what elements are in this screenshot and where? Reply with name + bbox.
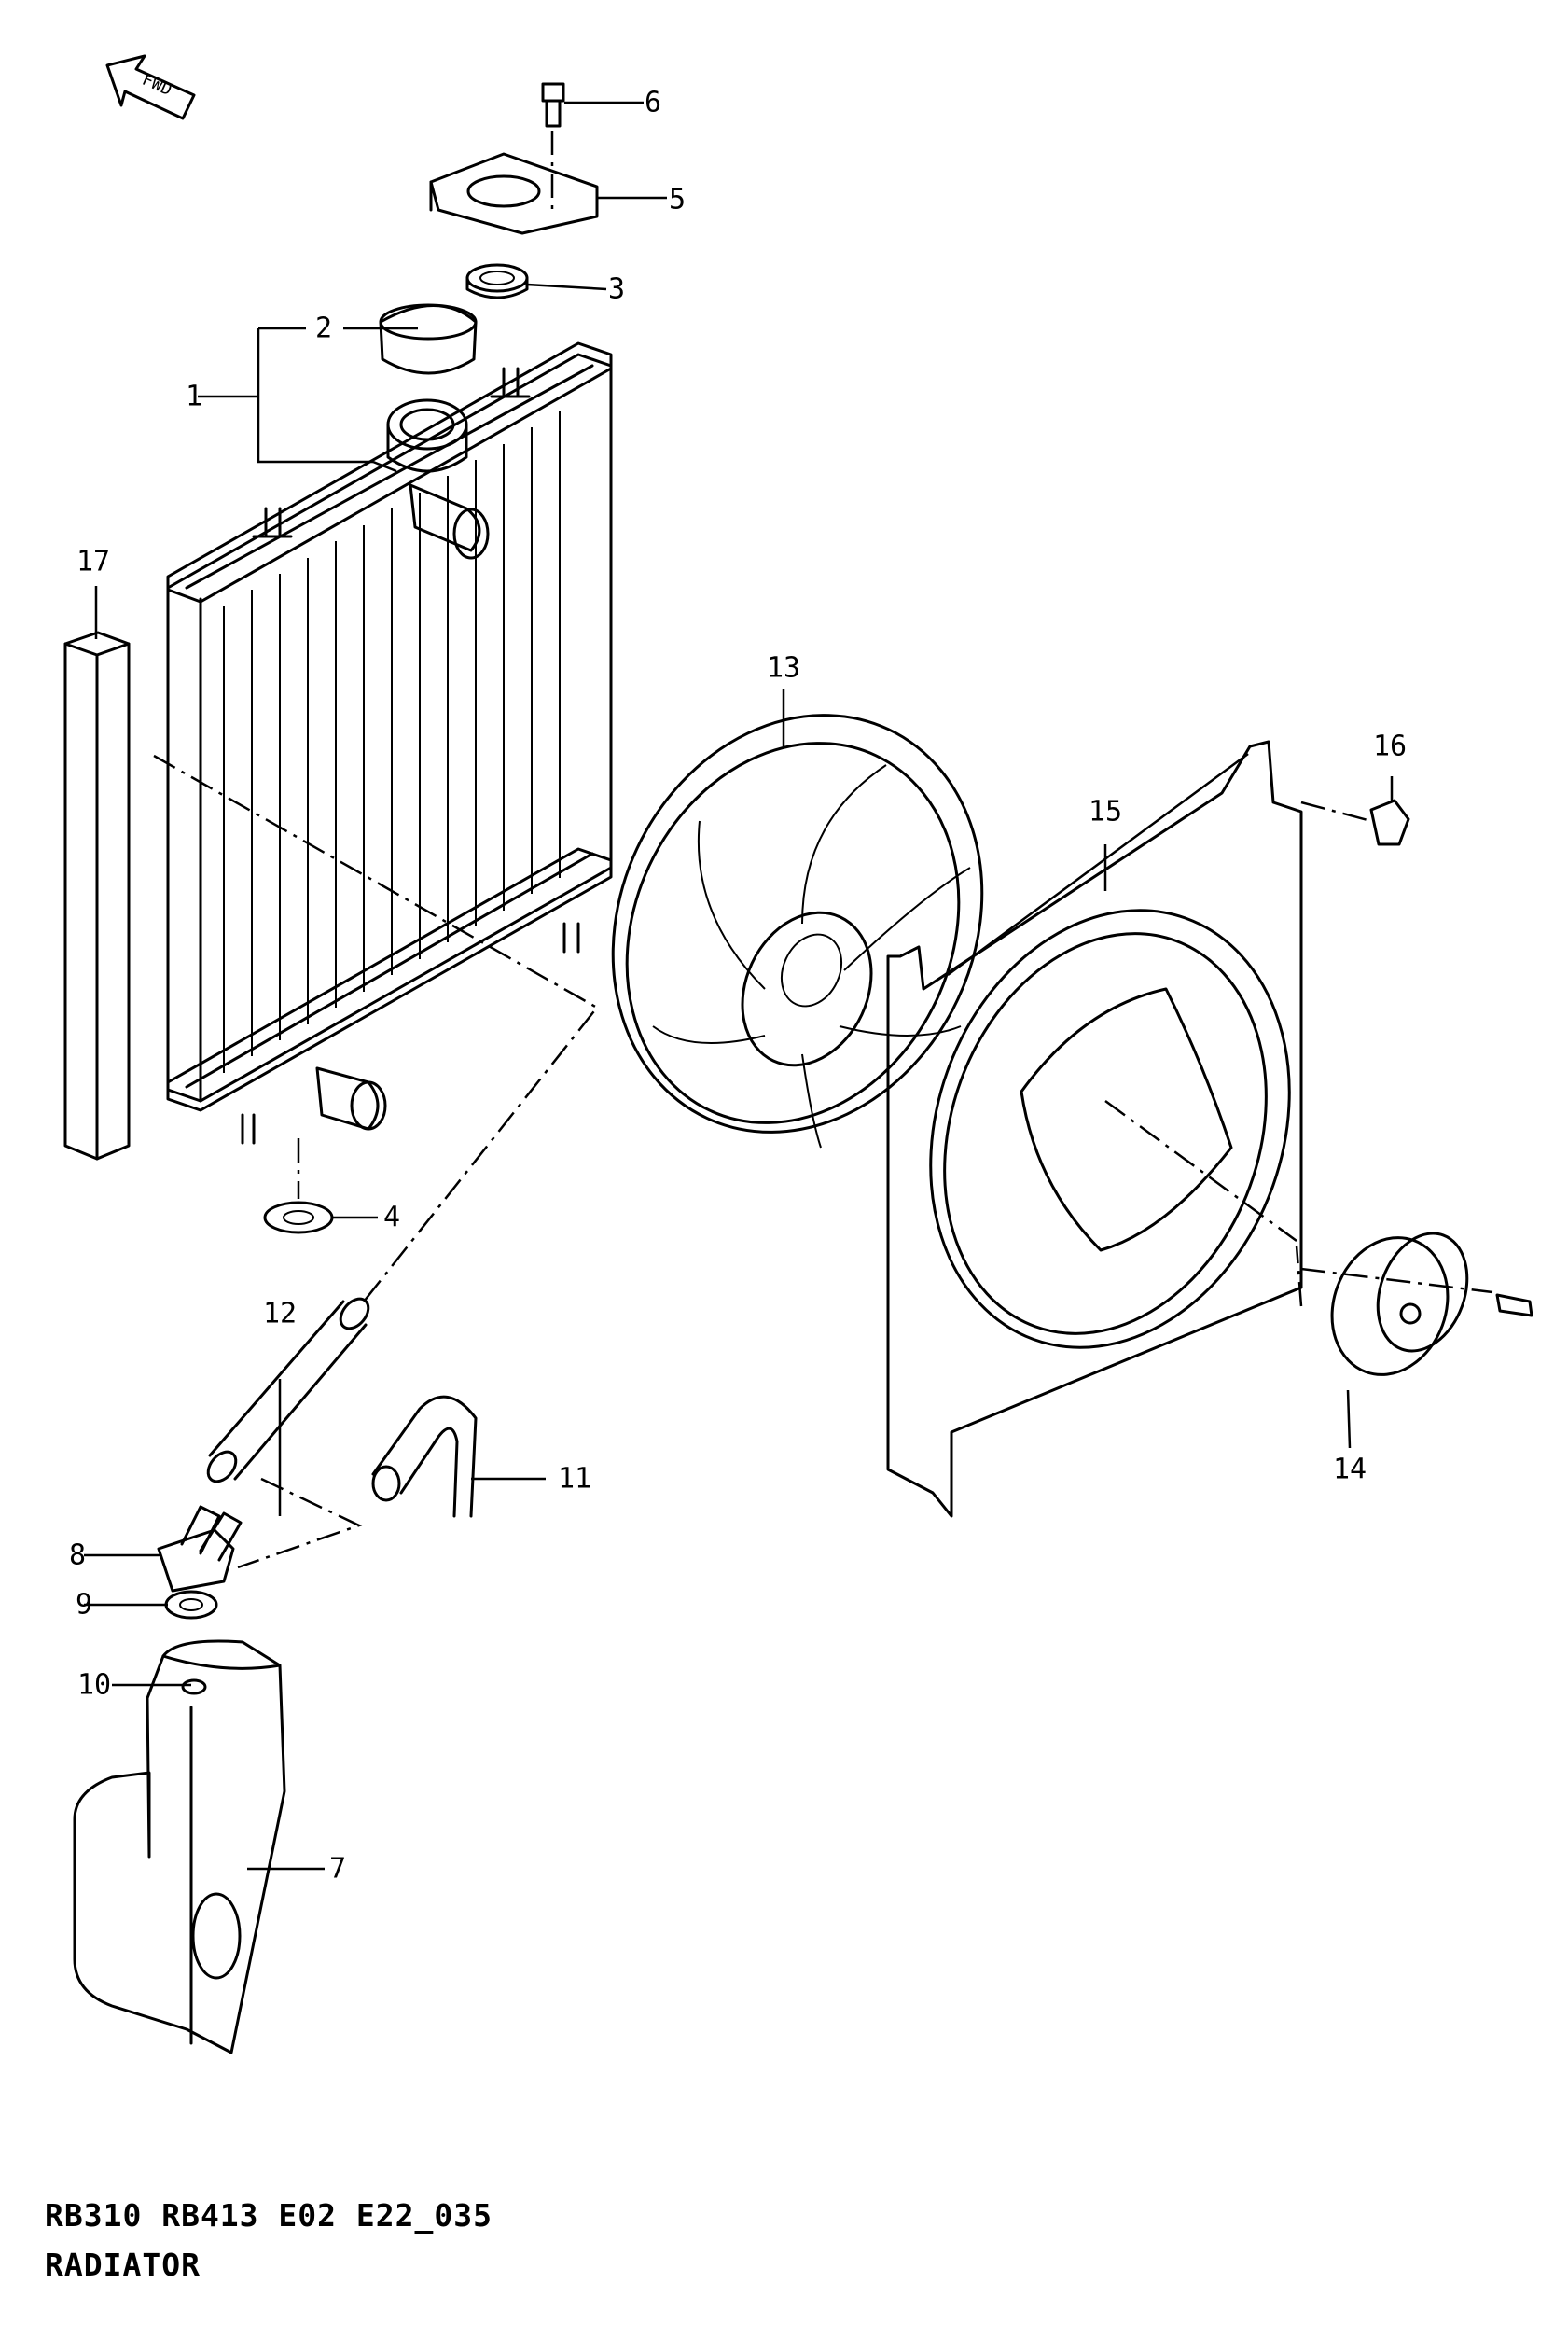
callout-11: 11 [558,1463,591,1496]
bolt-6 [541,82,565,128]
hose-11 [371,1395,478,1518]
callout-5: 5 [669,184,686,216]
callout-12: 12 [263,1298,297,1330]
callout-13: 13 [767,652,800,685]
bracket-5 [429,152,599,235]
seal-strip-17 [63,631,131,1161]
radiator-cap [379,303,478,375]
diagram-code: RB310 RB413 E02 E22_035 [45,2197,493,2234]
reservoir-cap-8 [157,1505,243,1593]
overflow-hose-12 [206,1297,370,1483]
callout-4: 4 [383,1202,400,1234]
callout-8: 8 [69,1539,86,1572]
fwd-arrow: FWD [105,54,196,120]
leader-lines [84,101,1493,1871]
reservoir-tank-7 [73,1639,286,2054]
callout-2: 2 [315,313,332,345]
callout-9: 9 [76,1589,92,1622]
grommet-3 [465,263,529,299]
fan-motor-14 [1330,1232,1533,1376]
callout-17: 17 [76,546,110,578]
fwd-label: FWD [139,70,174,100]
callout-15: 15 [1089,796,1122,828]
callout-6: 6 [645,87,661,119]
diagram-title: RADIATOR [45,2247,201,2283]
radiator-core [166,341,613,1145]
fan-shroud-15 [886,740,1303,1518]
callout-labels: 1 2 3 4 5 6 7 8 9 10 11 12 13 14 15 16 1… [69,87,1407,1886]
bolt-16 [1369,799,1410,846]
callout-1: 1 [186,381,202,413]
grommet-4 [263,1201,334,1234]
callout-14: 14 [1333,1454,1367,1486]
callout-16: 16 [1373,731,1407,763]
callout-7: 7 [329,1853,346,1886]
callout-10: 10 [77,1669,111,1702]
gasket-9 [164,1590,218,1620]
cooling-fan-13 [611,714,984,1149]
callout-3: 3 [608,273,625,306]
